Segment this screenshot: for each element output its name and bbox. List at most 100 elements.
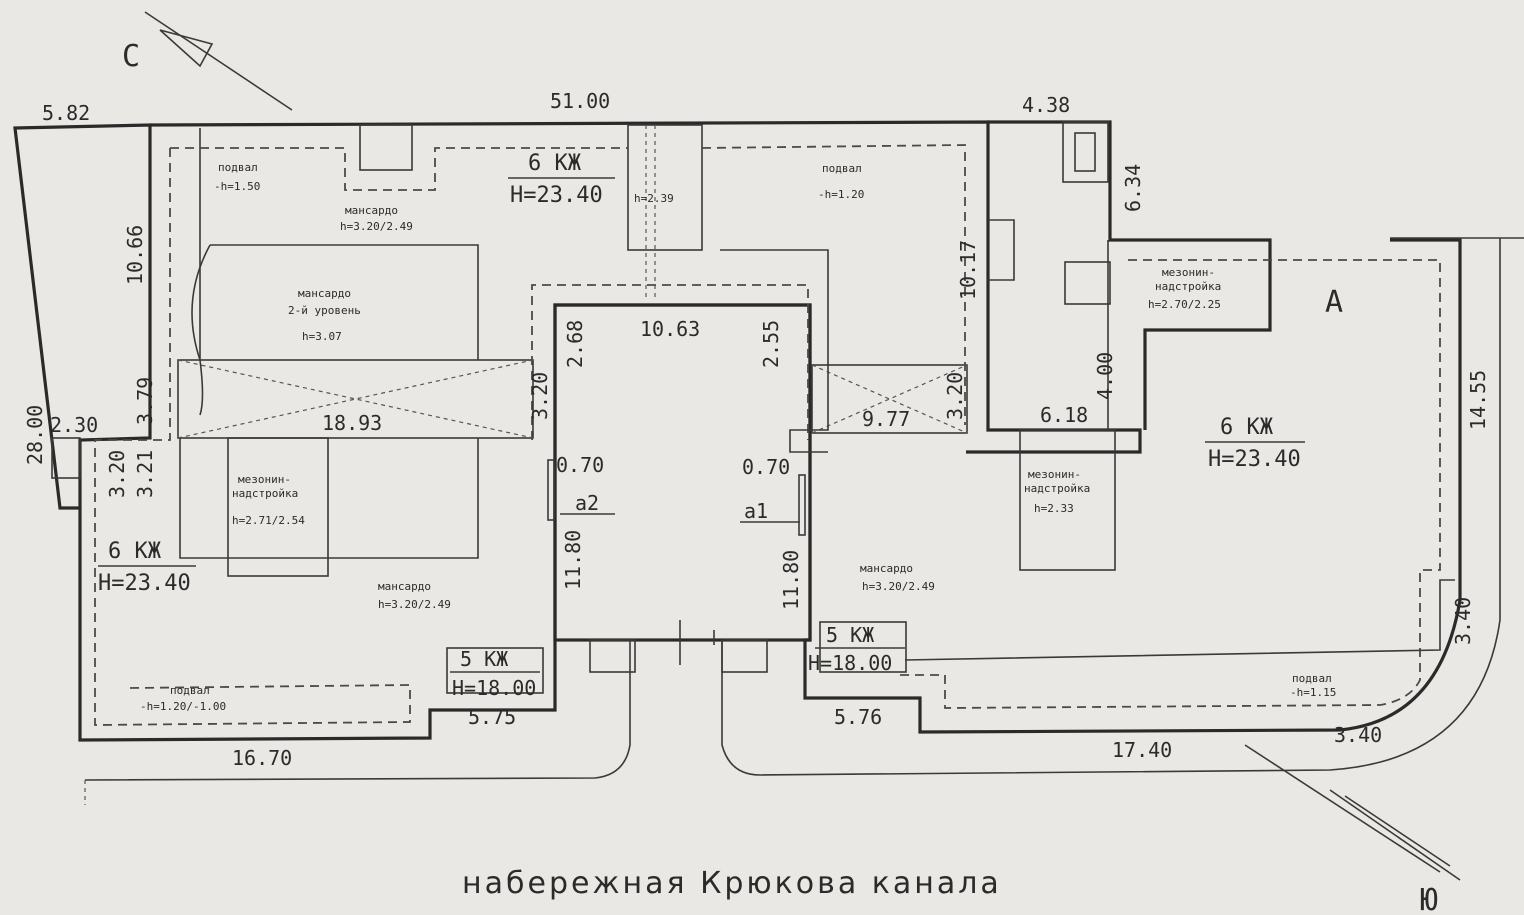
right-top-tower-inner xyxy=(1074,132,1096,172)
dim-left-3-79: 3.79 xyxy=(133,377,157,425)
room-podval-top-right-2: -h=1.20 xyxy=(818,188,864,201)
room-podval-bottom-right-1: подвал xyxy=(1292,672,1332,685)
dim-court-0-70-left: 0.70 xyxy=(556,453,604,477)
dim-bottom-16-70: 16.70 xyxy=(232,746,292,770)
dim-court-width: 10.63 xyxy=(640,317,700,341)
dim-right-14-55: 14.55 xyxy=(1466,370,1490,430)
stair-block-top xyxy=(627,124,703,251)
room-mezz-top-right-2: надстройка xyxy=(1155,280,1221,293)
left-door-arc xyxy=(191,244,211,416)
court-side-window-left xyxy=(547,459,555,521)
bottom-left-5kzh-box xyxy=(446,647,544,694)
left-passage-curve xyxy=(84,640,631,781)
left-bridge xyxy=(177,359,534,439)
room-podval-bottom-left-2: -h=1.20/-1.00 xyxy=(140,700,226,713)
room-mansard-2nd-2: 2-й уровень xyxy=(288,304,361,317)
court-side-window-right xyxy=(798,474,806,536)
right-bridge xyxy=(811,364,968,434)
compass-north: С xyxy=(122,39,140,74)
dim-bottom-5-76: 5.76 xyxy=(834,705,882,729)
dim-top-right: 4.38 xyxy=(1022,93,1070,117)
right-top-tower xyxy=(1062,121,1109,183)
zone-5kzh-right-line2: Н=18.00 xyxy=(808,651,892,675)
vent-stair-right xyxy=(988,219,1015,281)
courtyard xyxy=(553,303,812,642)
room-mansard-2nd-3: h=3.07 xyxy=(302,330,342,343)
top-right-block xyxy=(988,120,1272,430)
room-mansard-top-1: мансардо xyxy=(345,204,398,217)
dim-right-3-40-vertical: 3.40 xyxy=(1451,597,1475,645)
dim-left-10-66: 10.66 xyxy=(123,225,147,285)
room-podval-bottom-left-1: подвал xyxy=(170,684,210,697)
zone-5kzh-left-line1: 5 КЖ xyxy=(460,647,508,671)
dim-court-2-68: 2.68 xyxy=(563,320,587,368)
top-notch xyxy=(359,124,413,171)
room-mezz-left-3: h=2.71/2.54 xyxy=(232,514,305,527)
compass-south: Ю xyxy=(1420,883,1438,915)
south-arrow-icon xyxy=(1244,744,1461,881)
courtyard-dashed xyxy=(531,284,809,440)
zone-right-line2: Н=23.40 xyxy=(1208,447,1301,472)
dim-court-0-70-right: 0.70 xyxy=(742,455,790,479)
right-small-box xyxy=(1064,261,1111,305)
room-podval-top-right-1: подвал xyxy=(822,162,862,175)
dim-bottom-3-40: 3.40 xyxy=(1334,723,1382,747)
room-mezz-mid-right-1: мезонин- xyxy=(1028,468,1081,481)
zone-5kzh-left-line2: Н=18.00 xyxy=(452,676,536,700)
left-inner-block xyxy=(179,438,479,559)
room-mansard-right-1: мансардо xyxy=(860,562,913,575)
zone-left-line2: Н=23.40 xyxy=(98,571,191,596)
room-podval-top-left-1: подвал xyxy=(218,161,258,174)
right-dashed-outline xyxy=(900,259,1441,709)
room-mansard-right-2: h=3.20/2.49 xyxy=(862,580,935,593)
room-mezz-left-1: мезонин- xyxy=(238,473,291,486)
stair-left xyxy=(51,437,81,479)
dim-top-left: 5.82 xyxy=(42,101,90,125)
room-mansard-top-2: h=3.20/2.49 xyxy=(340,220,413,233)
room-mansard-left-1: мансардо xyxy=(378,580,431,593)
zone-top-line2: Н=23.40 xyxy=(510,183,603,208)
dim-mid-6-18: 6.18 xyxy=(1040,403,1088,427)
mansard-2nd-room xyxy=(210,244,479,360)
right-passage-curve xyxy=(721,238,1501,776)
dim-court-2-55: 2.55 xyxy=(759,320,783,368)
dim-mid-10-17: 10.17 xyxy=(956,240,980,300)
courtyard-bottom-left-niche xyxy=(589,639,636,673)
street-name: набережная Крюкова канала xyxy=(462,866,1002,901)
mezz-left-box xyxy=(227,437,329,577)
dim-bridge-right: 9.77 xyxy=(862,407,910,431)
dim-mid-4-00: 4.00 xyxy=(1093,352,1117,400)
zone-top-line1: 6 КЖ xyxy=(528,151,582,176)
mezz-mid-right-box xyxy=(1019,429,1116,571)
zone-5kzh-right-line1: 5 КЖ xyxy=(826,623,874,647)
room-mezz-left-2: надстройка xyxy=(232,487,298,500)
dim-court-3-20-left: 3.20 xyxy=(528,372,552,420)
dim-bottom-17-40: 17.40 xyxy=(1112,738,1172,762)
courtyard-bottom-right-niche xyxy=(721,639,768,673)
room-mansard-left-2: h=3.20/2.49 xyxy=(378,598,451,611)
dim-left-height: 28.00 xyxy=(23,405,47,465)
dim-top-total: 51.00 xyxy=(550,89,610,113)
dim-bottom-5-75: 5.75 xyxy=(468,705,516,729)
room-podval-top-left-2: -h=1.50 xyxy=(214,180,260,193)
room-mezz-top-right-3: h=2.70/2.25 xyxy=(1148,298,1221,311)
court-right-notch xyxy=(720,249,829,453)
top-dashed-outline xyxy=(170,144,966,425)
bottom-right-5kzh-box xyxy=(819,621,907,673)
north-arrow-icon xyxy=(144,11,293,111)
zone-right-line1: 6 КЖ xyxy=(1220,415,1274,440)
right-inner-wall xyxy=(904,579,1455,661)
room-mezz-top-right-1: мезонин- xyxy=(1162,266,1215,279)
mark-zone-a: А xyxy=(1325,285,1343,320)
left-dashed-outline xyxy=(94,148,411,726)
room-podval-bottom-right-2: -h=1.15 xyxy=(1290,686,1336,699)
dim-right-6-34: 6.34 xyxy=(1121,164,1145,212)
dim-left-3-21: 3.21 xyxy=(133,450,157,498)
mark-a2: a2 xyxy=(575,491,599,515)
room-stair-top-2: h=2.39 xyxy=(634,192,674,205)
dim-left-2-30: 2.30 xyxy=(50,413,98,437)
dim-left-3-20: 3.20 xyxy=(105,450,129,498)
dim-court-11-80-left: 11.80 xyxy=(561,530,585,590)
dim-bridge-left: 18.93 xyxy=(322,411,382,435)
room-mansard-2nd-1: мансардо xyxy=(298,287,351,300)
